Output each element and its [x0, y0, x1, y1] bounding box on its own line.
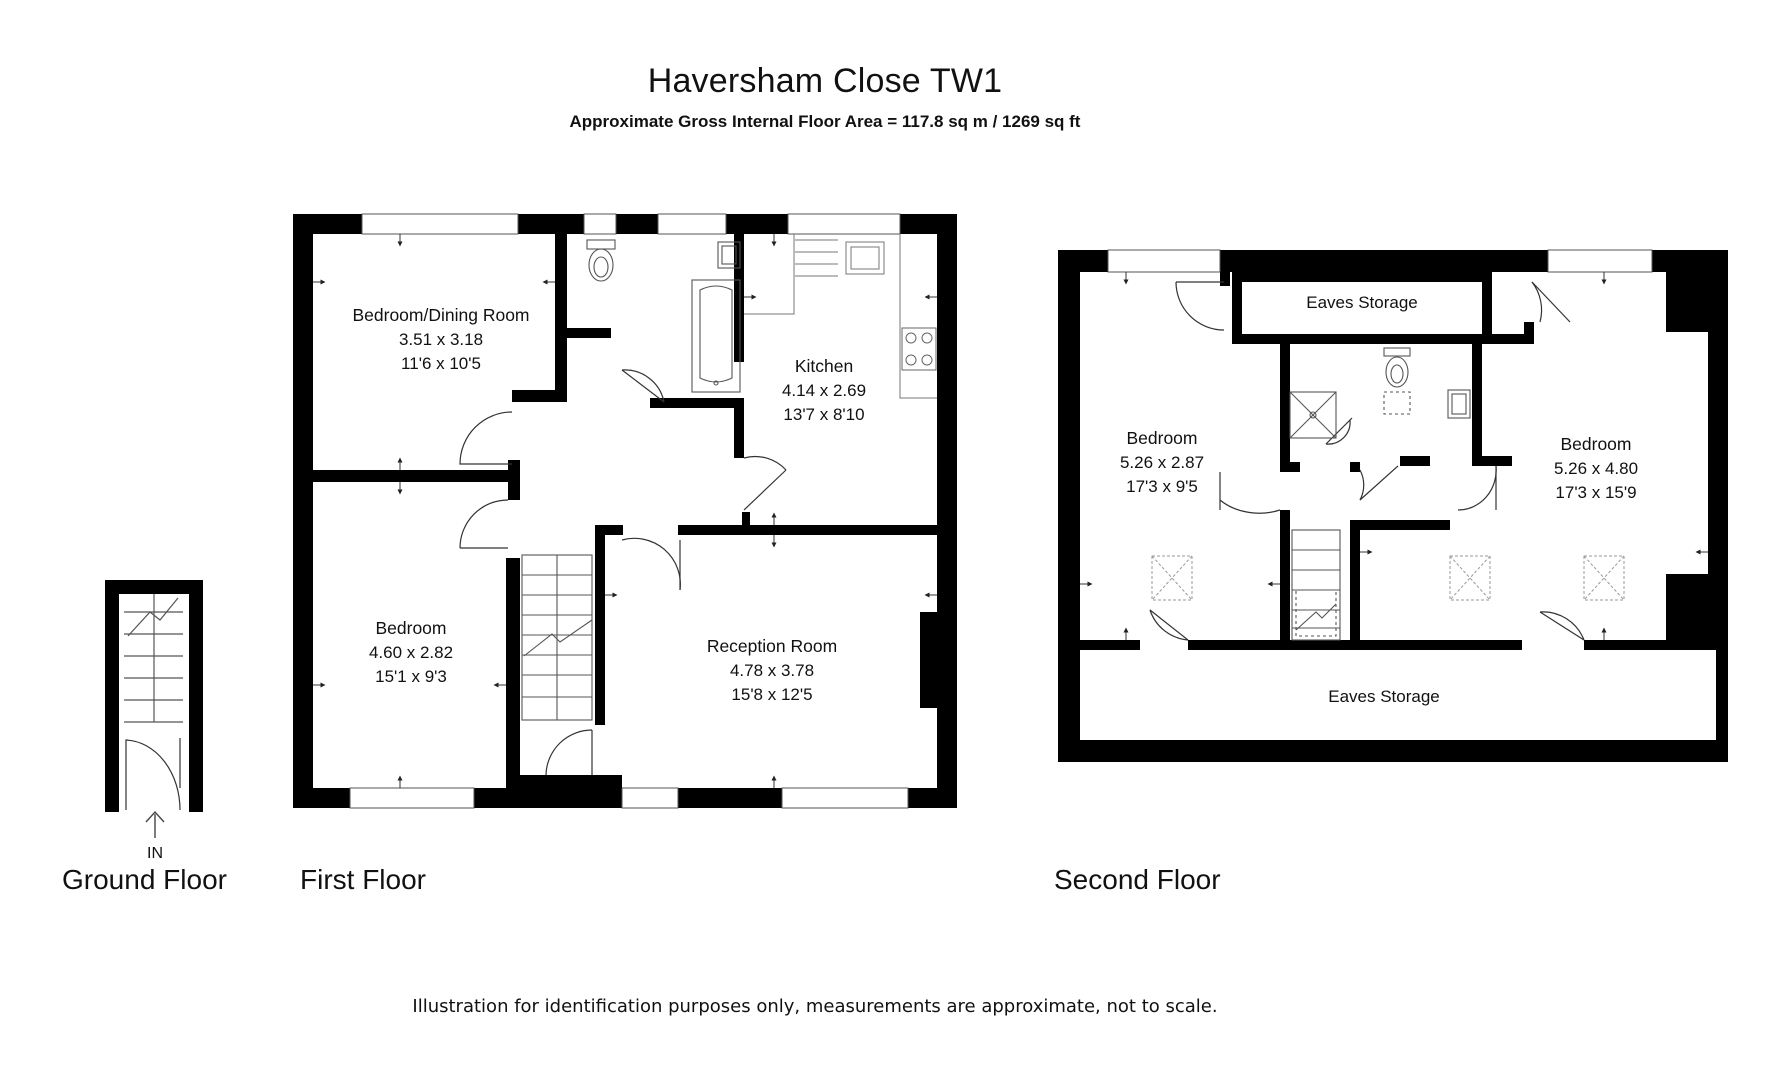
room-imperial: 15'1 x 9'3 [375, 667, 447, 686]
room-imperial: 11'6 x 10'5 [401, 354, 481, 373]
room-bedroom-first: Bedroom 4.60 x 2.82 15'1 x 9'3 [369, 618, 453, 686]
shower-icon [1289, 391, 1337, 439]
room-name: Bedroom/Dining Room [352, 305, 529, 325]
first-floor-plan: Bedroom/Dining Room 3.51 x 3.18 11'6 x 1… [293, 213, 957, 809]
room-name: Bedroom [375, 618, 446, 638]
kitchen-worktop-icon [744, 234, 937, 399]
plan-title: Haversham Close TW1 [647, 62, 1003, 100]
ground-floor-plan: IN [105, 580, 203, 862]
first-floor-label: First Floor [300, 864, 426, 895]
room-bedroom-dining: Bedroom/Dining Room 3.51 x 3.18 11'6 x 1… [352, 305, 529, 373]
room-reception: Reception Room 4.78 x 3.78 15'8 x 12'5 [707, 636, 837, 704]
room-imperial: 17'3 x 15'9 [1555, 483, 1636, 502]
second-floor-label: Second Floor [1054, 864, 1221, 895]
room-imperial: 17'3 x 9'5 [1126, 477, 1198, 496]
ground-floor-label: Ground Floor [62, 864, 227, 895]
room-metric: 5.26 x 2.87 [1120, 453, 1204, 472]
basin-icon-second [1447, 389, 1471, 419]
floor-area-subtitle: Approximate Gross Internal Floor Area = … [569, 112, 1081, 131]
room-bedroom-second-right: Bedroom 5.26 x 4.80 17'3 x 15'9 [1554, 434, 1638, 502]
room-imperial: 13'7 x 8'10 [783, 405, 864, 424]
room-metric: 3.51 x 3.18 [399, 330, 483, 349]
toilet-icon [586, 239, 616, 282]
entrance-label: IN [147, 845, 163, 862]
room-metric: 4.14 x 2.69 [782, 381, 866, 400]
room-imperial: 15'8 x 12'5 [731, 685, 812, 704]
room-eaves-storage-bottom: Eaves Storage [1328, 687, 1440, 706]
disclaimer-text: Illustration for identification purposes… [412, 996, 1218, 1017]
room-eaves-storage-top: Eaves Storage [1306, 293, 1418, 312]
room-metric: 4.60 x 2.82 [369, 643, 453, 662]
room-name: Bedroom [1126, 428, 1197, 448]
basin-icon [717, 241, 741, 269]
hob-icon [901, 327, 937, 371]
toilet-icon-second [1383, 347, 1411, 415]
room-kitchen: Kitchen 4.14 x 2.69 13'7 x 8'10 [782, 356, 866, 424]
room-name: Kitchen [795, 356, 853, 376]
room-metric: 5.26 x 4.80 [1554, 459, 1638, 478]
bathtub-icon [691, 279, 741, 393]
second-floor-plan: Eaves Storage Bedroom 5.26 x 2.87 17'3 x… [1058, 249, 1728, 762]
entrance-arrow-icon [145, 810, 165, 838]
room-name: Bedroom [1560, 434, 1631, 454]
room-name: Reception Room [707, 636, 837, 656]
room-bedroom-second-left: Bedroom 5.26 x 2.87 17'3 x 9'5 [1120, 428, 1204, 496]
room-metric: 4.78 x 3.78 [730, 661, 814, 680]
